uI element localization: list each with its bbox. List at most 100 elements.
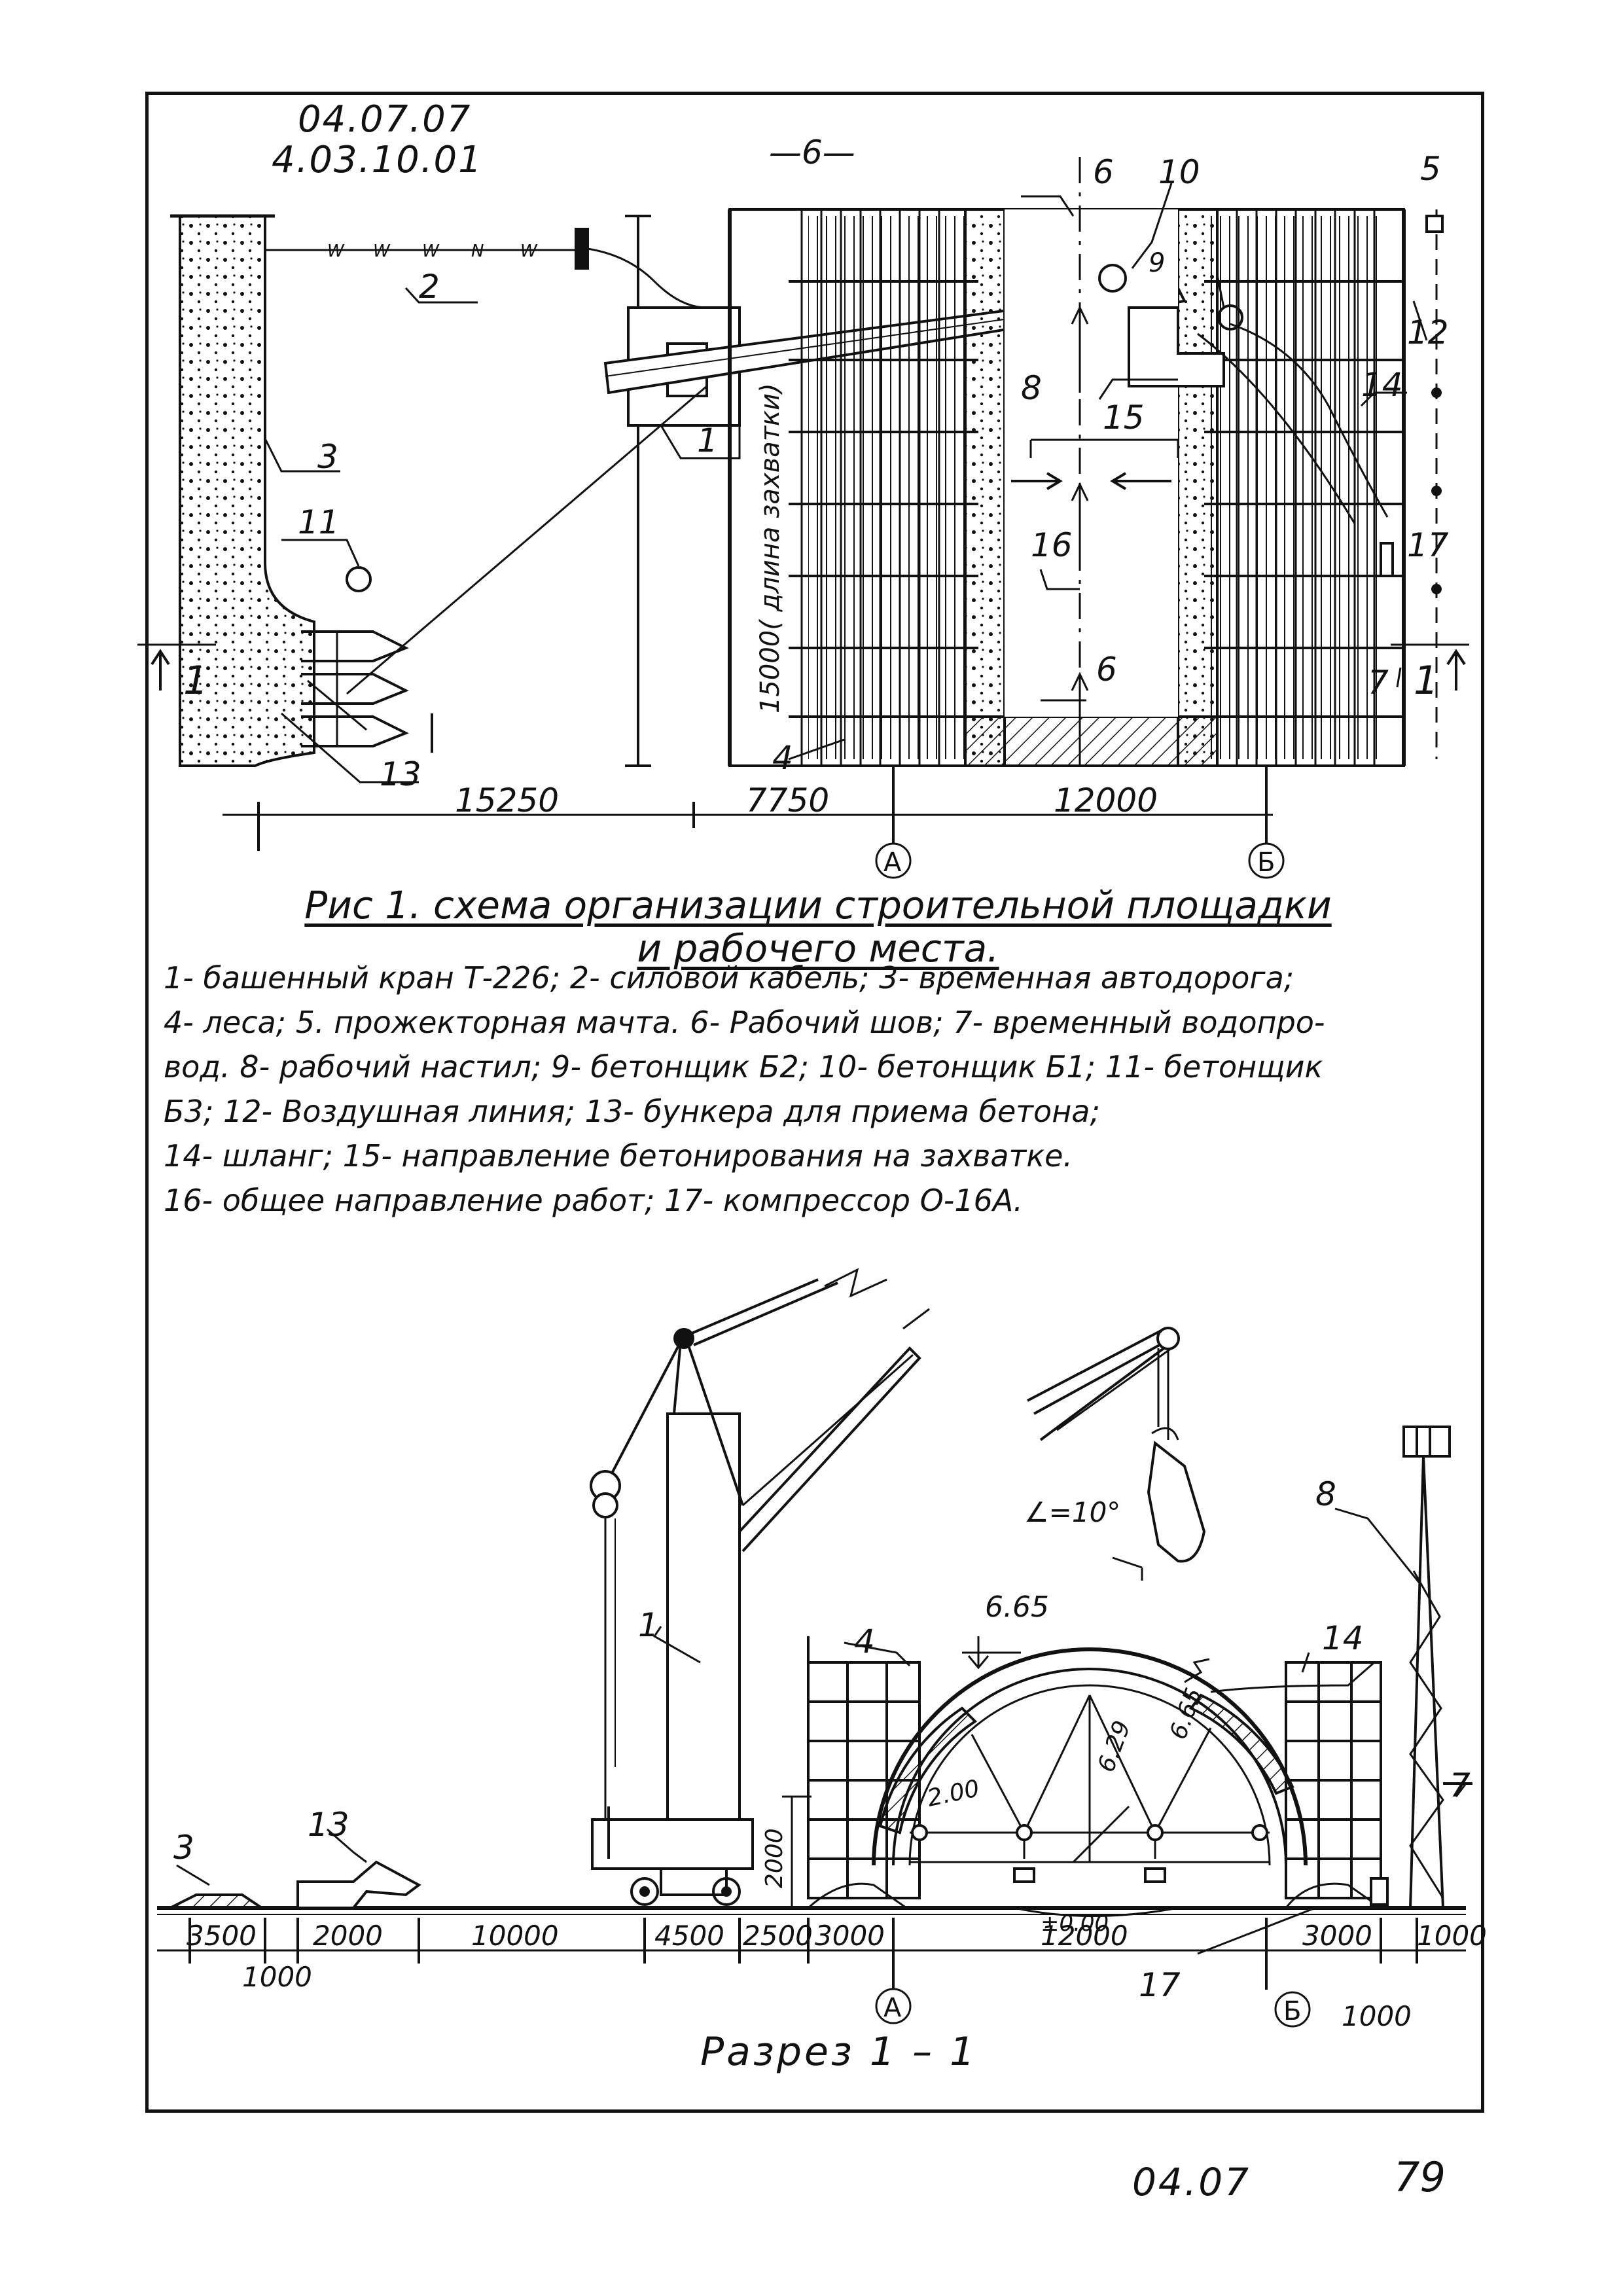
section-callout-3: 3 — [173, 1829, 194, 1867]
axis-a-label: А — [883, 848, 902, 878]
section-axis-b: Б — [1283, 1996, 1301, 2026]
section-callout-17: 17 — [1139, 1966, 1181, 2004]
crane-tower — [666, 1412, 741, 1821]
scaffold-section-right — [1285, 1661, 1382, 1899]
section-callout-1: 1 — [638, 1606, 659, 1644]
sec-subdim-1000-right: 1000 — [1342, 2000, 1412, 2032]
arch-concrete-fill — [878, 1706, 978, 1835]
page-number: 79 — [1394, 2153, 1446, 2201]
sec-dim-3000-right: 3000 — [1302, 1920, 1372, 1952]
callout-6-bottom: 6 — [1096, 651, 1117, 689]
angle-label: ∠=10° — [1024, 1496, 1120, 1528]
sec-dim-3500: 3500 — [187, 1920, 257, 1952]
slab-bottom-strip — [964, 715, 1219, 767]
figure-caption-title: Рис 1. схема организации строительной пл… — [196, 884, 1440, 970]
footer-code: 04.07 — [1132, 2160, 1251, 2204]
callout-2: 2 — [419, 268, 440, 306]
sec-dim-10000: 10000 — [471, 1920, 559, 1952]
drawing-frame — [145, 92, 1484, 2113]
road-section — [169, 1893, 263, 1909]
slab-left-strip — [964, 208, 1006, 767]
temporary-road — [179, 215, 315, 767]
section-callout-8: 8 — [1315, 1475, 1336, 1513]
dim-15250: 15250 — [455, 781, 559, 819]
sec-dim-12000: 12000 — [1041, 1920, 1128, 1952]
section-marker-right: 1 — [1414, 658, 1438, 704]
sec-dim-2500: 2500 — [743, 1920, 813, 1952]
height-dim: 2000 — [761, 1828, 788, 1888]
legend-line: 14- шланг; 15- направление бетонирования… — [164, 1138, 1073, 1174]
caption-title-line2: и рабочего места. — [637, 926, 999, 971]
worker-b2-icon — [1217, 304, 1243, 331]
concrete-bucket — [1147, 1441, 1206, 1563]
elevation-top: 6.65 — [985, 1590, 1049, 1624]
floodlight-mast — [1402, 1426, 1472, 1909]
doc-code-2: 4.03.10.01 — [272, 139, 483, 181]
callout-11: 11 — [298, 503, 340, 541]
section-callout-7: 7 — [1450, 1767, 1471, 1804]
concrete-hose — [1230, 323, 1389, 518]
section-marker-left: 1 — [183, 658, 208, 704]
section-axis-a: А — [883, 1993, 902, 2023]
dim-length-vertical: 15000( длина захватки) — [755, 383, 785, 713]
axis-b-bubble — [1248, 842, 1285, 879]
hopper-section — [296, 1860, 421, 1909]
radius-1: 6.29 — [1093, 1717, 1136, 1776]
callout-16: 16 — [1031, 526, 1073, 564]
svg-text:N: N — [471, 242, 484, 261]
compressor-plan — [1380, 542, 1394, 577]
svg-text:W: W — [520, 242, 538, 261]
sec-subdim-1000-left: 1000 — [242, 1961, 312, 1993]
svg-text:W: W — [327, 242, 345, 261]
callout-17: 17 — [1407, 526, 1449, 564]
callout-15: 15 — [1103, 399, 1145, 437]
scaffold-section-left — [807, 1636, 921, 1899]
legend-line: вод. 8- рабочий настил; 9- бетонщик Б2; … — [164, 1049, 1323, 1085]
axis-a-bubble — [875, 842, 912, 879]
section-drawing — [157, 1268, 1472, 2028]
callout-3: 3 — [317, 438, 338, 476]
compressor-section — [1370, 1877, 1389, 1906]
svg-text:W: W — [373, 242, 391, 261]
section-axis-a-bubble — [875, 1988, 912, 2024]
radius-left: 2.00 — [925, 1775, 982, 1812]
concrete-hoppers — [301, 630, 433, 753]
legend-line: 16- общее направление работ; 17- компрес… — [164, 1183, 1023, 1218]
doc-code-1: 04.07.07 — [298, 98, 472, 141]
section-title: Разрез 1 – 1 — [700, 2029, 978, 2075]
section-callout-4: 4 — [854, 1623, 875, 1660]
callout-1-plan: 1 — [697, 422, 718, 459]
callout-9: 9 — [1149, 248, 1165, 278]
figure-legend: 1- башенный кран Т-226; 2- силовой кабел… — [164, 956, 1472, 1223]
dim-7750: 7750 — [746, 781, 829, 819]
dim-12000: 12000 — [1054, 781, 1158, 819]
slab-right-strip — [1177, 208, 1219, 767]
worker-b1-icon — [1098, 264, 1127, 293]
callout-4: 4 — [772, 739, 793, 777]
worker-b3-icon — [346, 566, 372, 592]
section-callout-13: 13 — [308, 1806, 349, 1844]
section-axis-b-bubble — [1274, 1991, 1311, 2028]
floodlight-mast-plan — [1425, 215, 1444, 233]
callout-5: 5 — [1420, 150, 1441, 188]
callout-12: 12 — [1407, 314, 1449, 351]
caption-title-line1: Рис 1. схема организации строительной пл… — [304, 883, 1332, 927]
sec-dim-1000-right: 1000 — [1417, 1920, 1487, 1952]
legend-line: 4- леса; 5. прожекторная мачта. 6- Рабоч… — [164, 1005, 1325, 1040]
elevation-zero: ±0.00 — [1041, 1910, 1109, 1937]
section-top-mark: —6— — [769, 134, 855, 171]
callout-10: 10 — [1158, 153, 1200, 191]
callout-7: 7 — [1368, 664, 1389, 702]
sec-dim-3000-left: 3000 — [815, 1920, 885, 1952]
work-deck — [1128, 306, 1225, 387]
sec-dim-2000: 2000 — [313, 1920, 383, 1952]
legend-line: 1- башенный кран Т-226; 2- силовой кабел… — [164, 960, 1294, 996]
section-callout-14: 14 — [1322, 1619, 1364, 1657]
sec-dim-4500: 4500 — [654, 1920, 724, 1952]
svg-text:W: W — [422, 242, 440, 261]
callout-13-plan: 13 — [380, 755, 421, 793]
callout-8: 8 — [1021, 369, 1042, 407]
legend-line: Б3; 12- Воздушная линия; 13- бункера для… — [164, 1094, 1100, 1129]
